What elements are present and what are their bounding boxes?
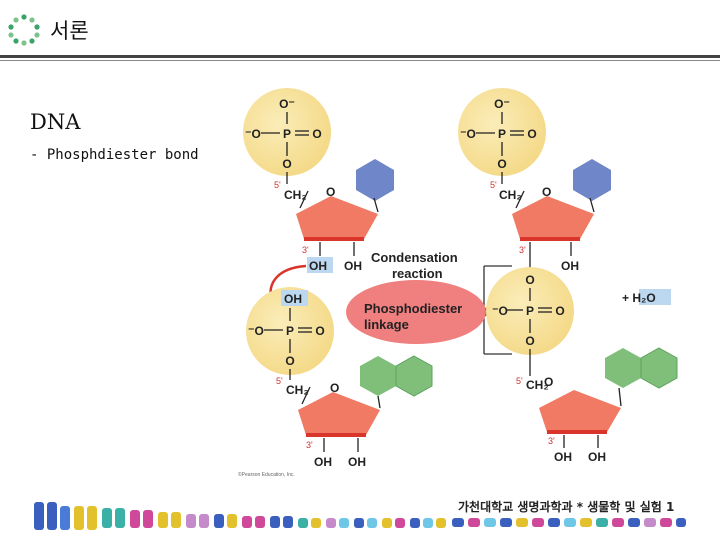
five-prime-label: 5'	[276, 376, 283, 386]
ch2-label: CH₂	[499, 188, 522, 202]
three-prime-label: 3'	[302, 245, 309, 255]
o-label: O	[315, 324, 324, 338]
o-label: O	[527, 127, 536, 141]
o-label: O	[525, 273, 534, 287]
pyrimidine-base-icon	[605, 347, 678, 389]
footer-decoration	[34, 502, 446, 530]
oh-label: OH	[344, 259, 362, 273]
o-label: O	[555, 304, 564, 318]
ring-o-label: O	[326, 185, 335, 199]
footer-blocks	[34, 502, 446, 530]
sugar-ring-top-right	[512, 196, 594, 241]
oh-label: OH	[554, 450, 572, 464]
o-label: O	[285, 354, 294, 368]
section-title: DNA	[30, 110, 81, 134]
section-subtitle: - Phosphdiester bond	[30, 147, 199, 163]
phosphate-group-bottom-right: O ⁻O P O O	[486, 267, 574, 355]
phosphate-group-top-right: O⁻ ⁻O P O O	[458, 88, 546, 176]
condensation-label: Condensation	[371, 250, 458, 265]
ring-logo-icon	[8, 14, 40, 46]
footer-decoration-right	[452, 518, 686, 527]
o-label: O	[282, 157, 291, 171]
oh-label: OH	[561, 259, 579, 273]
header-divider	[0, 55, 720, 58]
o-label: O	[497, 157, 506, 171]
footer-caption: 가천대학교 생명과학과 * 생물학 및 실험 1	[458, 500, 675, 514]
oh-label: OH	[314, 455, 332, 469]
ring-o-label: O	[542, 185, 551, 199]
phosphodiester-label: Phosphodiester	[364, 301, 462, 316]
sugar-ring-bottom-right	[539, 390, 621, 434]
phosphate-group-top-left: O⁻ ⁻O P O O	[243, 88, 331, 176]
o-minus-left-label: ⁻O	[492, 304, 508, 318]
o-minus-left-label: ⁻O	[248, 324, 264, 338]
sugar-ring-top-left	[296, 196, 378, 241]
credit-text: ©Pearson Education, Inc.	[238, 471, 295, 478]
purine-base-icon	[356, 159, 394, 201]
header-divider-thin	[0, 60, 720, 61]
five-prime-label: 5'	[274, 180, 281, 190]
p-label: P	[283, 127, 291, 141]
oh-label-highlighted: OH	[284, 292, 302, 306]
oh-label: OH	[348, 455, 366, 469]
ch2-label: CH₂	[286, 383, 309, 397]
o-minus-label: O⁻	[494, 97, 510, 111]
o-label: O	[312, 127, 321, 141]
linkage-label: linkage	[364, 317, 409, 332]
ch2-label: CH₂	[284, 188, 307, 202]
oh-label: OH	[588, 450, 606, 464]
page-title: 서론	[50, 19, 89, 43]
phosphodiester-diagram: O⁻ ⁻O P O O 5' CH₂ O 3' OH OH OH ⁻O P O …	[238, 88, 678, 478]
linkage-oval	[346, 280, 486, 344]
water-label: + H₂O	[622, 291, 656, 305]
p-label: P	[526, 304, 534, 318]
three-prime-label: 3'	[306, 440, 313, 450]
purine-base-icon	[573, 159, 611, 201]
o-label: O	[525, 334, 534, 348]
o-minus-left-label: ⁻O	[460, 127, 476, 141]
ring-o-label: O	[330, 381, 339, 395]
ch2-label: CH₂	[526, 378, 549, 392]
five-prime-label: 5'	[490, 180, 497, 190]
pyrimidine-base-icon	[360, 355, 433, 397]
p-label: P	[498, 127, 506, 141]
oh-label-highlighted: OH	[309, 259, 327, 273]
sugar-ring-bottom-left	[298, 392, 380, 437]
five-prime-label: 5'	[516, 376, 523, 386]
phosphate-group-bottom-left: OH ⁻O P O O	[246, 287, 334, 375]
p-label: P	[286, 324, 294, 338]
three-prime-label: 3'	[519, 245, 526, 255]
reaction-label: reaction	[392, 266, 443, 281]
o-minus-left-label: ⁻O	[245, 127, 261, 141]
three-prime-label: 3'	[548, 436, 555, 446]
ring-o-label: O	[544, 375, 553, 389]
o-minus-label: O⁻	[279, 97, 295, 111]
